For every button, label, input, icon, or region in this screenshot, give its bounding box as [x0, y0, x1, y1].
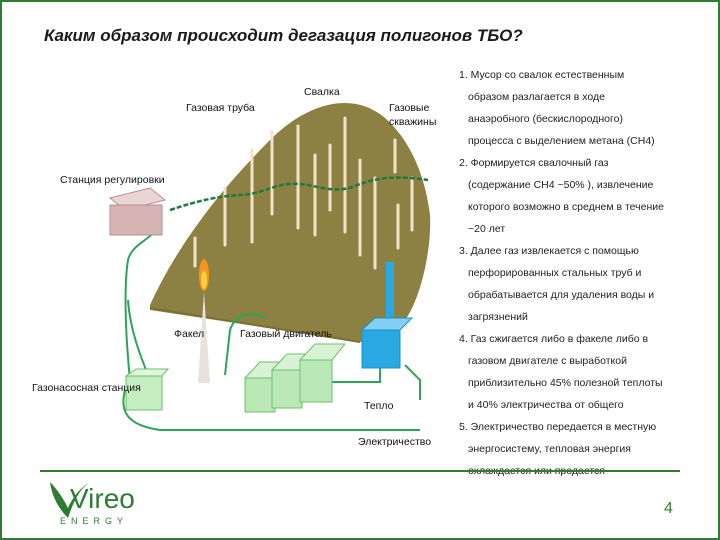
vireo-energy-logo: Vireo ENERGY [50, 482, 135, 526]
gas-pipe-network [169, 176, 429, 212]
landfill-label: Свалка [304, 86, 340, 98]
slide-title: Каким образом происходит дегазация полиг… [44, 26, 523, 45]
gas-pipe-label: Газовая труба [186, 102, 255, 114]
note-line: газовом двигателе с выработкой [468, 355, 627, 367]
note-line: и 40% электричества от общего [468, 399, 624, 411]
gas-pump-station-label: Газонасосная станция [32, 382, 141, 394]
extraction-pipe [386, 262, 394, 330]
footer-divider [40, 470, 680, 472]
gas-pump-station [124, 368, 170, 411]
process-notes: 1. Мусор со свалок естественным образом р… [459, 64, 709, 482]
note-line: которого возможно в среднем в течение [468, 201, 664, 213]
note-line: 3. Далее газ извлекается с помощью [459, 245, 639, 257]
ground-line [149, 307, 361, 343]
gas-engine-units [243, 343, 347, 413]
note-line: обрабатывается для удаления воды и [468, 289, 655, 301]
gas-wells-label-line1: Газовые [389, 102, 430, 114]
gas-wells [193, 116, 414, 270]
note-line: загрязнений [468, 311, 528, 323]
note-line: (содержание CH4 ~50% ), извлечение [468, 179, 654, 191]
note-line: приблизительно 45% полезной теплоты [468, 377, 663, 389]
note-line: процесса с выделением метана (CH4) [468, 135, 655, 147]
note-line: 4. Газ сжигается либо в факеле либо в [459, 333, 649, 345]
electricity-label: Электричество [358, 436, 432, 448]
heat-unit [360, 317, 414, 369]
page-number: 4 [664, 500, 673, 517]
note-line: образом разлагается в ходе [468, 91, 605, 103]
note-line: ~20 лет [468, 223, 506, 235]
note-line: перфорированных стальных труб и [468, 267, 642, 279]
logo-sub: ENERGY [60, 516, 128, 526]
gas-wells-label-line2: скважины [389, 116, 437, 128]
note-line: 5. Электричество передается в местную [459, 421, 657, 433]
gas-engine-label: Газовый двигатель [240, 328, 332, 340]
regulation-station-box [108, 187, 167, 236]
regulation-station-label: Станция регулировки [60, 174, 165, 186]
logo-brand: Vireo [70, 483, 135, 514]
note-line: 1. Мусор со свалок естественным [459, 69, 625, 81]
note-line: 2. Формируется свалочный газ [459, 157, 609, 169]
note-line: анаэробного (бескислородного) [468, 113, 623, 125]
flare-label: Факел [174, 328, 205, 340]
note-line: энергосистему, тепловая энергия [468, 443, 631, 455]
flare [198, 259, 210, 383]
heat-label: Тепло [364, 400, 394, 412]
